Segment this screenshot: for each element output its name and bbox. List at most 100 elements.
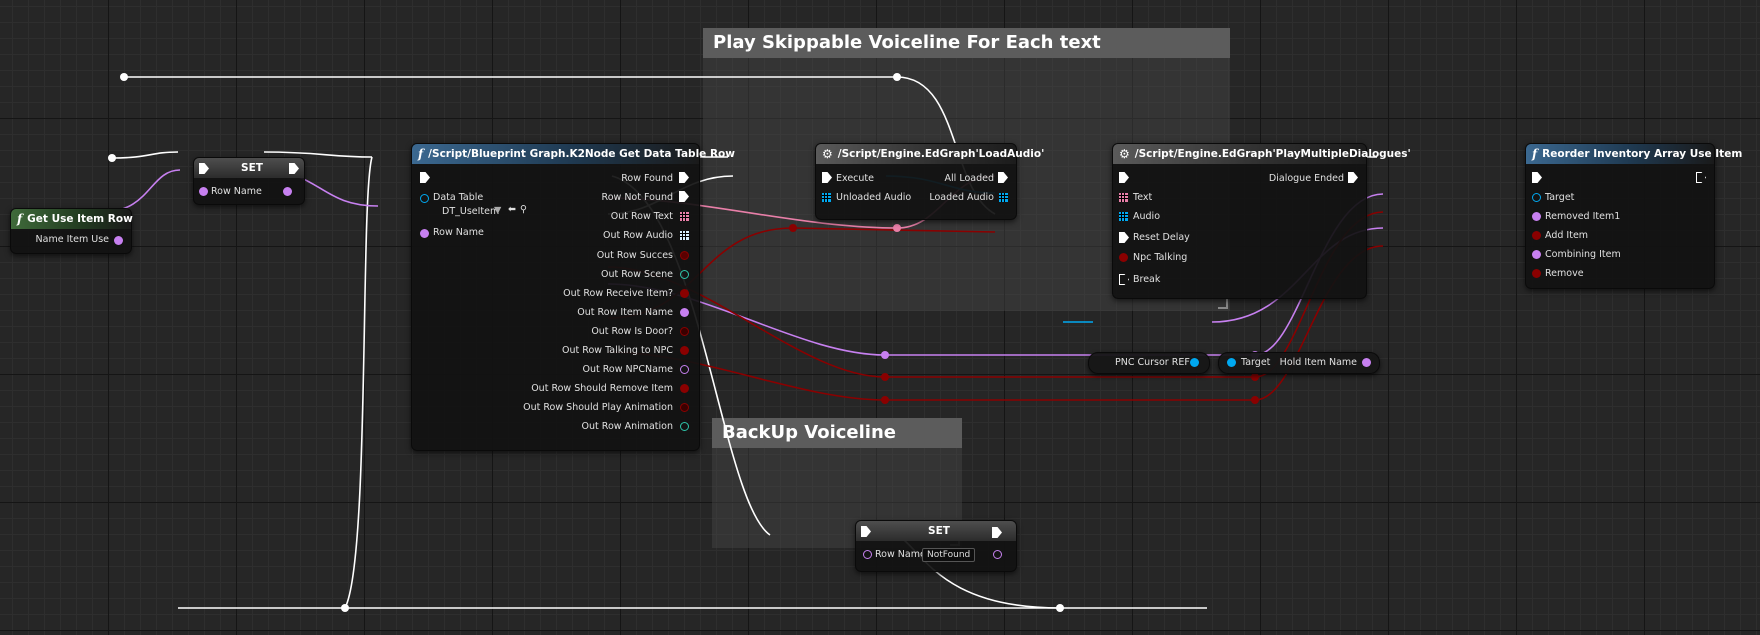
reroute-node [881, 396, 889, 404]
object-input-pin[interactable] [1532, 193, 1541, 202]
exec-input-pin[interactable] [420, 172, 430, 183]
exec-output-pin[interactable] [998, 172, 1008, 183]
bool-output-pin[interactable] [680, 403, 689, 412]
audio-array-input-pin[interactable] [822, 193, 831, 202]
audio-array-input-pin[interactable] [1119, 212, 1128, 221]
node-pnc-cursor-ref[interactable]: PNC Cursor REF [1088, 352, 1210, 374]
pin-label: Execute [836, 173, 874, 184]
pin-label: Row Name [875, 549, 926, 560]
node-set-row-name[interactable]: SET Row Name [193, 157, 305, 205]
pin-label: Out Row Scene [601, 269, 673, 280]
name-wire [102, 169, 181, 213]
name-output-pin[interactable] [114, 236, 123, 245]
audio-array-output-pin[interactable] [680, 231, 689, 240]
exec-input-pin[interactable] [1119, 232, 1129, 243]
bool-output-pin[interactable] [680, 384, 689, 393]
data-table-value[interactable]: DT_UseItem [442, 206, 500, 217]
name-input-pin[interactable] [199, 187, 208, 196]
pin-label: Out Row NPCName [582, 364, 673, 375]
name-input-pin[interactable] [1532, 250, 1541, 259]
pin-label: Target [1545, 192, 1575, 203]
pin-label: Out Row Talking to NPC [562, 345, 673, 356]
bool-output-pin[interactable] [680, 289, 689, 298]
node-title: Reorder Inventory Array Use Item [1542, 148, 1743, 160]
row-name-value-field[interactable]: NotFound [922, 548, 976, 562]
name-input-pin[interactable] [863, 550, 872, 559]
reroute-node [120, 73, 128, 81]
reroute-node [1251, 373, 1259, 381]
dropdown-arrow-icon[interactable]: ▼ [494, 205, 502, 216]
use-selected-arrow-icon[interactable]: ⬅ [508, 204, 516, 215]
reroute-node [108, 154, 116, 162]
pin-label: Add Item [1545, 230, 1589, 241]
pin-label: Text [1133, 192, 1153, 203]
object-output-pin[interactable] [1190, 358, 1199, 367]
name-output-pin[interactable] [680, 308, 689, 317]
struct-output-pin[interactable] [680, 422, 689, 431]
exec-output-pin[interactable] [679, 172, 689, 183]
exec-output-pin[interactable] [1696, 172, 1706, 183]
exec-output-pin[interactable] [289, 163, 299, 174]
reroute-node [1251, 396, 1259, 404]
name-output-pin[interactable] [680, 365, 689, 374]
name-output-pin[interactable] [1362, 358, 1371, 367]
node-title: /Script/Engine.EdGraph'PlayMultipleDialo… [1134, 148, 1411, 160]
bool-input-pin[interactable] [1532, 269, 1541, 278]
exec-input-pin[interactable] [822, 172, 832, 183]
pin-label: Reset Delay [1133, 232, 1190, 243]
reroute-node [893, 224, 901, 232]
text-array-input-pin[interactable] [1119, 193, 1128, 202]
node-hold-item-name[interactable]: Target Hold Item Name [1218, 352, 1380, 374]
name-output-pin[interactable] [283, 187, 292, 196]
pin-label: Dialogue Ended [1268, 173, 1344, 184]
exec-input-pin[interactable] [1532, 172, 1542, 183]
object-input-pin[interactable] [1227, 358, 1236, 367]
audio-array-output-pin[interactable] [999, 193, 1008, 202]
pin-label: Hold Item Name [1279, 357, 1357, 368]
bool-input-pin[interactable] [1119, 253, 1128, 262]
node-title: /Script/Engine.EdGraph'LoadAudio' [837, 148, 1045, 160]
exec-output-pin[interactable] [992, 527, 1002, 538]
node-title: SET [194, 158, 304, 178]
pin-label: Out Row Should Play Animation [523, 402, 673, 413]
pin-label: Out Row Animation [581, 421, 673, 432]
name-output-pin[interactable] [993, 550, 1002, 559]
exec-input-pin[interactable] [1119, 274, 1129, 285]
pin-label-row-not-found: Row Not Found [601, 192, 673, 203]
text-array-output-pin[interactable] [680, 212, 689, 221]
exec-input-pin[interactable] [861, 526, 871, 537]
pin-label: All Loaded [944, 173, 994, 184]
node-load-audio[interactable]: ⚙/Script/Engine.EdGraph'LoadAudio' Execu… [815, 143, 1044, 220]
struct-output-pin[interactable] [680, 270, 689, 279]
exec-wire [344, 156, 373, 609]
pin-label: Loaded Audio [929, 192, 994, 203]
resize-grip[interactable] [1218, 299, 1228, 309]
bool-output-pin[interactable] [680, 251, 689, 260]
bool-input-pin[interactable] [1532, 231, 1541, 240]
bool-output-pin[interactable] [680, 346, 689, 355]
function-icon: f [17, 212, 23, 226]
pin-label: Row Name [433, 227, 484, 238]
pin-label: Out Row Receive Item? [563, 288, 673, 299]
node-title: SET [856, 521, 1016, 541]
node-set-row-name-notfound[interactable]: SET Row Name NotFound [855, 520, 1017, 572]
object-input-pin[interactable] [420, 194, 429, 203]
node-play-multiple-dialogues[interactable]: ⚙/Script/Engine.EdGraph'PlayMultipleDial… [1112, 143, 1411, 299]
node-title: /Script/Blueprint Graph.K2Node Get Data … [428, 148, 735, 160]
node-get-data-table-row[interactable]: f/Script/Blueprint Graph.K2Node Get Data… [411, 143, 735, 451]
exec-input-pin[interactable] [1119, 172, 1129, 183]
reroute-node [341, 604, 349, 612]
bool-output-pin[interactable] [680, 327, 689, 336]
browse-search-icon[interactable]: ⚲ [520, 204, 527, 215]
comment-title: Play Skippable Voiceline For Each text [703, 28, 1230, 58]
name-input-pin[interactable] [1532, 212, 1541, 221]
exec-output-pin[interactable] [679, 191, 689, 202]
exec-output-pin[interactable] [1348, 172, 1358, 183]
comment-backup-voiceline[interactable]: BackUp Voiceline [712, 418, 962, 548]
name-input-pin[interactable] [420, 229, 429, 238]
exec-wire [263, 151, 373, 158]
exec-input-pin[interactable] [199, 163, 209, 174]
